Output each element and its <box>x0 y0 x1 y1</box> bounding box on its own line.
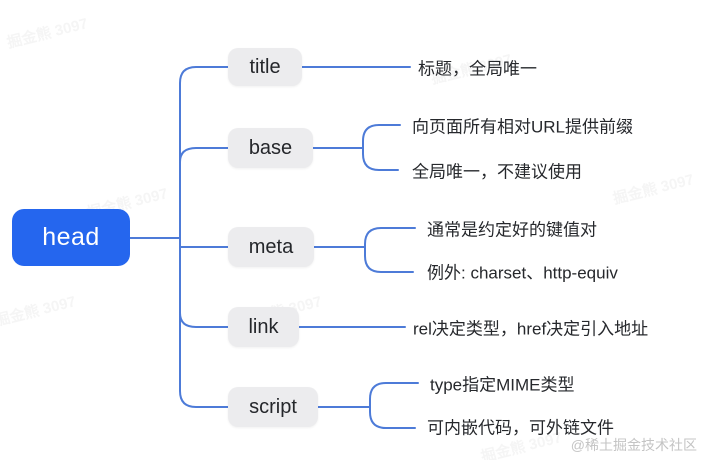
edge-trunk-link <box>179 312 229 328</box>
edge-base-fork <box>362 124 401 171</box>
note-base-2: 全局唯一，不建议使用 <box>412 162 582 182</box>
edge-meta-fork <box>364 227 416 273</box>
note-meta-1: 通常是约定好的键值对 <box>427 220 597 240</box>
node-link: link <box>228 307 299 347</box>
node-head: head <box>12 209 130 266</box>
note-script-2: 可内嵌代码，可外链文件 <box>427 418 614 438</box>
edge-trunk <box>179 66 229 408</box>
node-script: script <box>228 387 318 427</box>
note-script-1: type指定MIME类型 <box>430 375 575 395</box>
corner-watermark: @稀土掘金技术社区 <box>570 437 697 453</box>
node-meta: meta <box>228 227 314 267</box>
edge-trunk-base <box>179 147 229 163</box>
note-base-1: 向页面所有相对URL提供前缀 <box>412 117 634 137</box>
note-title-1: 标题，全局唯一 <box>418 59 537 79</box>
edge-script-fork <box>369 382 419 429</box>
node-title: title <box>228 48 302 86</box>
node-base: base <box>228 128 313 168</box>
note-meta-2: 例外: charset、http-equiv <box>427 263 618 283</box>
note-link-1: rel决定类型，href决定引入地址 <box>413 319 649 339</box>
